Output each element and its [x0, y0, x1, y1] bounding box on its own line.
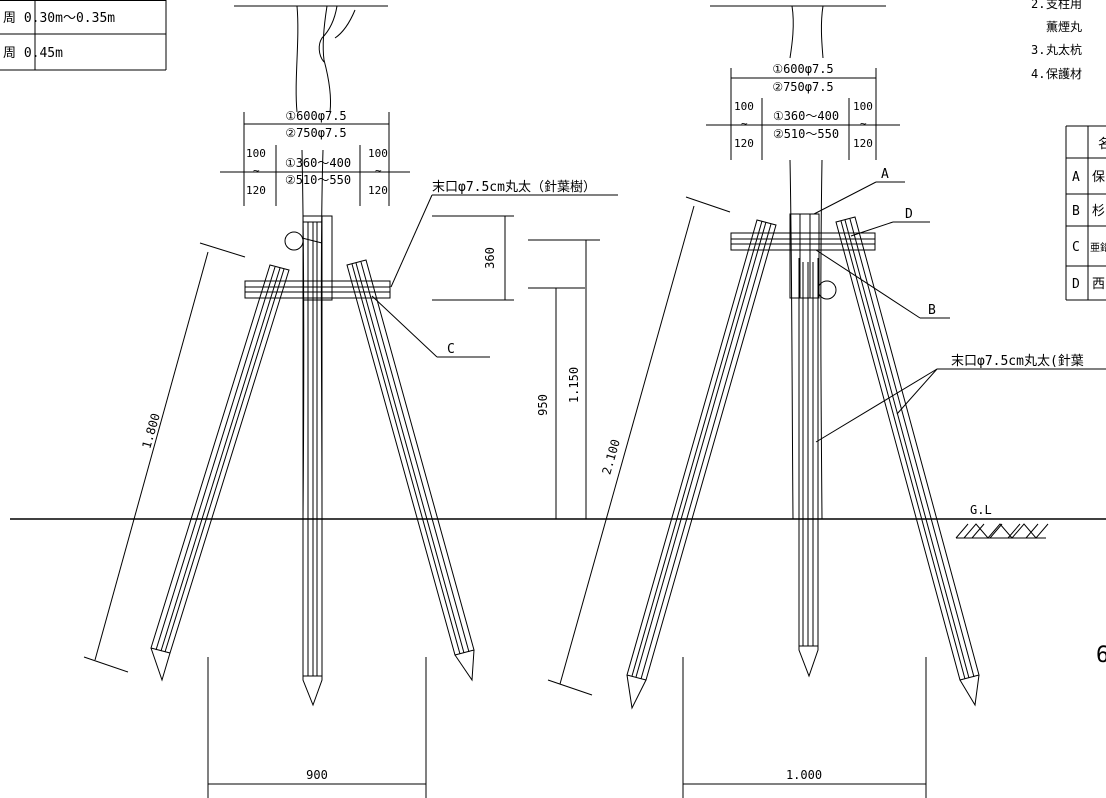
left-side-tilde: ~: [253, 164, 260, 177]
left-callout-c: C: [371, 295, 490, 358]
parts-header: 名: [1098, 136, 1106, 152]
notes: 2. 支柱用 薫煙丸 3. 丸太杭 4. 保護材: [1031, 0, 1082, 81]
left-dimension-stack: ①600φ7.5 ②750φ7.5 ①360～400 ②510～550 100 …: [220, 109, 410, 206]
right-spread-top: ①600φ7.5: [772, 62, 833, 76]
note-4-num: 4.: [1031, 67, 1045, 81]
left-spread-bottom: ②750φ7.5: [285, 126, 346, 140]
dim-2100: 2.100: [547, 196, 731, 696]
right-side-bottom: 120: [734, 137, 754, 150]
dim-1800-text: 1.800: [139, 412, 162, 451]
right-log-label-text: 末口φ7.5cm丸太(針葉: [951, 354, 1084, 369]
left-side-bottom: 120: [246, 184, 266, 197]
spec-table: 周 0.30m～0.35m 周 0.45m: [0, 0, 167, 71]
parts-name-c: 亜鉛: [1090, 241, 1106, 254]
left-side-top-r: 100: [368, 147, 388, 160]
right-inner-top: ①360～400: [773, 109, 839, 123]
left-view: ①600φ7.5 ②750φ7.5 ①360～400 ②510～550 100 …: [83, 5, 618, 798]
parts-name-a: 保: [1092, 170, 1105, 185]
callout-a-label: A: [881, 167, 889, 182]
dim-900: 900: [207, 657, 427, 798]
dim-360: 360: [432, 215, 514, 301]
dim-1000: 1.000: [682, 657, 927, 798]
right-side-bottom-r: 120: [853, 137, 873, 150]
right-callout-b: B: [815, 249, 950, 319]
callout-c-label: C: [447, 342, 455, 357]
right-log-label: 末口φ7.5cm丸太(針葉: [815, 354, 1106, 443]
dim-900-text: 900: [306, 768, 328, 782]
right-tree-trunk: [710, 5, 886, 520]
left-left-leg: [150, 264, 290, 682]
parts-key-b: B: [1072, 204, 1080, 219]
right-inner-bottom: ②510～550: [773, 127, 839, 141]
right-dimension-stack: ①600φ7.5 ②750φ7.5 ①360～400 ②510～550 100 …: [706, 62, 900, 160]
right-side-tilde-r: ~: [860, 117, 867, 130]
left-tree-trunk: [234, 5, 388, 520]
parts-name-d: 西: [1092, 277, 1105, 292]
note-2-num: 2.: [1031, 0, 1045, 11]
right-side-top-r: 100: [853, 100, 873, 113]
right-spread-bottom: ②750φ7.5: [772, 80, 833, 94]
note-3-num: 3.: [1031, 43, 1045, 57]
ground-label: G.L: [970, 503, 992, 517]
dim-1000-text: 1.000: [786, 768, 822, 782]
ground-marker: G.L: [955, 503, 1049, 539]
parts-key-c: C: [1072, 240, 1080, 255]
spec-row-2: 周 0.45m: [3, 46, 63, 61]
right-side-tilde: ~: [741, 117, 748, 130]
left-spread-top: ①600φ7.5: [285, 109, 346, 123]
right-callout-a: A: [813, 167, 905, 215]
spec-row-1: 周 0.30m～0.35m: [3, 11, 115, 26]
note-4-text: 保護材: [1046, 66, 1082, 81]
left-right-leg: [346, 259, 475, 682]
right-right-leg: [835, 216, 980, 707]
note-3-text: 丸太杭: [1046, 42, 1082, 57]
dim-950-1150: 950 1.150: [528, 239, 600, 519]
left-inner-bottom: ②510～550: [285, 173, 351, 187]
right-view: ①600φ7.5 ②750φ7.5 ①360～400 ②510～550 100 …: [547, 5, 1106, 798]
dim-2100-text: 2.100: [599, 438, 622, 477]
left-side-top: 100: [246, 147, 266, 160]
parts-name-b: 杉: [1092, 204, 1105, 219]
left-side-bottom-r: 120: [368, 184, 388, 197]
right-center-post: [789, 213, 837, 678]
parts-key-a: A: [1072, 170, 1080, 185]
dim-1150-text: 1.150: [567, 367, 581, 403]
note-2-cont: 薫煙丸: [1046, 20, 1082, 34]
parts-table: 名 A 保 B 杉 C 亜鉛 D 西: [1065, 125, 1106, 301]
left-log-label-text: 末口φ7.5cm丸太（針葉樹）: [432, 180, 596, 195]
dim-950-text: 950: [536, 394, 550, 416]
left-center-post: [284, 215, 333, 707]
dim-360-text: 360: [483, 247, 497, 269]
left-side-tilde-r: ~: [375, 164, 382, 177]
left-log-label: 末口φ7.5cm丸太（針葉樹）: [390, 180, 618, 288]
left-inner-top: ①360～400: [285, 156, 351, 170]
right-callout-d: D: [850, 207, 930, 237]
right-side-top: 100: [734, 100, 754, 113]
callout-b-label: B: [928, 303, 936, 318]
note-2-text: 支柱用: [1046, 0, 1082, 11]
edge-glyph: 6: [1096, 643, 1106, 668]
right-left-leg: [626, 219, 777, 710]
callout-d-label: D: [905, 207, 913, 222]
parts-key-d: D: [1072, 277, 1080, 292]
